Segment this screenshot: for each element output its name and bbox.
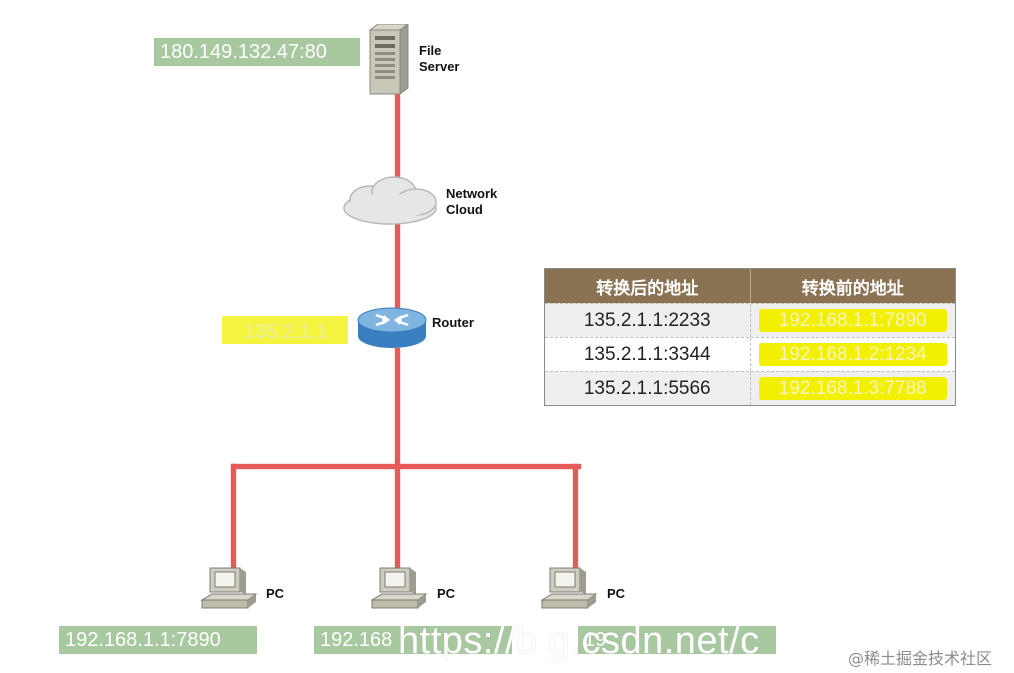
link-pc1 [231, 464, 236, 572]
link-pc2 [395, 464, 400, 572]
server-address: 180.149.132.47:80 [154, 38, 360, 66]
nat-cell-after: 135.2.1.1:2233 [583, 309, 711, 331]
nat-table: 转换后的地址 转换前的地址 135.2.1.1:2233 192.168.1.1… [544, 268, 956, 406]
table-row: 135.2.1.1:5566 192.168.1.3:7788 [545, 371, 955, 405]
cloud-label: Network Cloud [446, 186, 498, 217]
pc-icon [540, 567, 598, 609]
pc1-address: 192.168.1.1:7890 [59, 626, 257, 654]
link-server-cloud [395, 92, 400, 184]
router-icon [357, 307, 427, 348]
table-row: 135.2.1.1:3344 192.168.1.2:1234 [545, 337, 955, 371]
nat-header-before: 转换前的地址 [749, 269, 956, 303]
nat-cell-after: 135.2.1.1:3344 [583, 343, 711, 365]
pc2-address: 192.168 [314, 626, 512, 654]
router-label: Router [432, 315, 474, 330]
router-address-highlight [222, 316, 348, 344]
link-router-switch [395, 348, 400, 468]
link-bus [231, 464, 581, 469]
nat-table-header: 转换后的地址 转换前的地址 [545, 269, 955, 303]
link-pc3 [573, 464, 578, 572]
nat-cell-before: 192.168.1.1:7890 [749, 304, 956, 337]
cloud-icon [343, 176, 437, 225]
pc-label: PC [266, 586, 285, 601]
table-row: 135.2.1.1:2233 192.168.1.1:7890 [545, 303, 955, 337]
watermark-url: https://b g.csdn.net/c [398, 620, 760, 662]
nat-cell-before: 192.168.1.2:1234 [749, 338, 956, 371]
nat-cell-after: 135.2.1.1:5566 [583, 377, 711, 399]
link-cloud-router [395, 222, 400, 310]
pc-icon [370, 567, 428, 609]
pc-label: PC [607, 586, 626, 601]
watermark-site: @稀土掘金技术社区 [848, 649, 993, 668]
pc-label: PC [437, 586, 456, 601]
router-address: 135.2.1.1 [244, 321, 328, 343]
pc3-address: 19 [578, 626, 776, 654]
pc-icon [200, 567, 258, 609]
nat-table-body: 135.2.1.1:2233 192.168.1.1:7890 135.2.1.… [545, 303, 955, 405]
nat-header-after: 转换后的地址 [596, 278, 699, 299]
file-server-label: File Server [419, 43, 460, 74]
nat-cell-before: 192.168.1.3:7788 [749, 372, 956, 405]
file-server-icon [368, 24, 409, 95]
